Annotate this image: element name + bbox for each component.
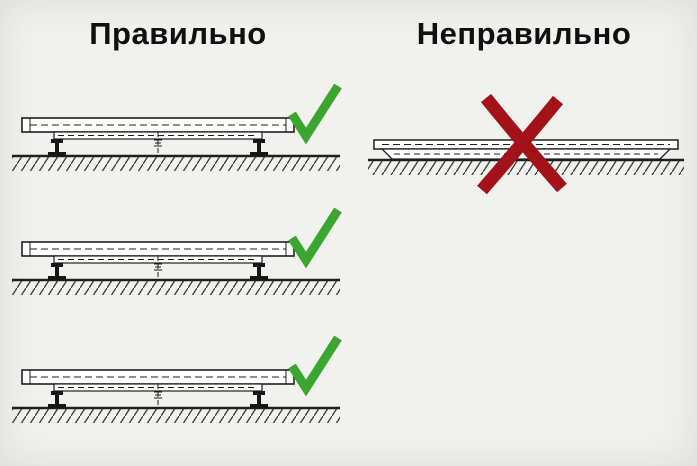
figure-correct-1: [8, 80, 348, 198]
adjustable-foot-right: [250, 263, 268, 280]
check-icon: [288, 83, 342, 145]
tray-on-floor-drawing: [368, 93, 684, 195]
check-icon: [288, 335, 342, 397]
center-mark: [154, 132, 162, 154]
adjustable-foot-left: [48, 391, 66, 408]
tray-on-feet-drawing: [12, 83, 342, 171]
ground: [12, 278, 340, 295]
ground: [12, 154, 340, 171]
cross-icon: [477, 93, 567, 195]
adjustable-foot-right: [250, 139, 268, 156]
figure-correct-2: [8, 204, 348, 322]
adjustable-foot-left: [48, 139, 66, 156]
adjustable-foot-right: [250, 391, 268, 408]
column-header-correct: Правильно: [89, 16, 267, 51]
check-icon: [288, 207, 342, 269]
tray-on-feet-drawing: [12, 335, 342, 423]
tray-on-feet-drawing: [12, 207, 342, 295]
ground: [12, 406, 340, 423]
ground: [368, 158, 684, 175]
center-mark: [154, 384, 162, 406]
figure-incorrect-1: [366, 88, 688, 203]
center-mark: [154, 256, 162, 278]
adjustable-foot-left: [48, 263, 66, 280]
column-header-incorrect: Неправильно: [416, 16, 632, 51]
figure-correct-3: [8, 332, 348, 450]
